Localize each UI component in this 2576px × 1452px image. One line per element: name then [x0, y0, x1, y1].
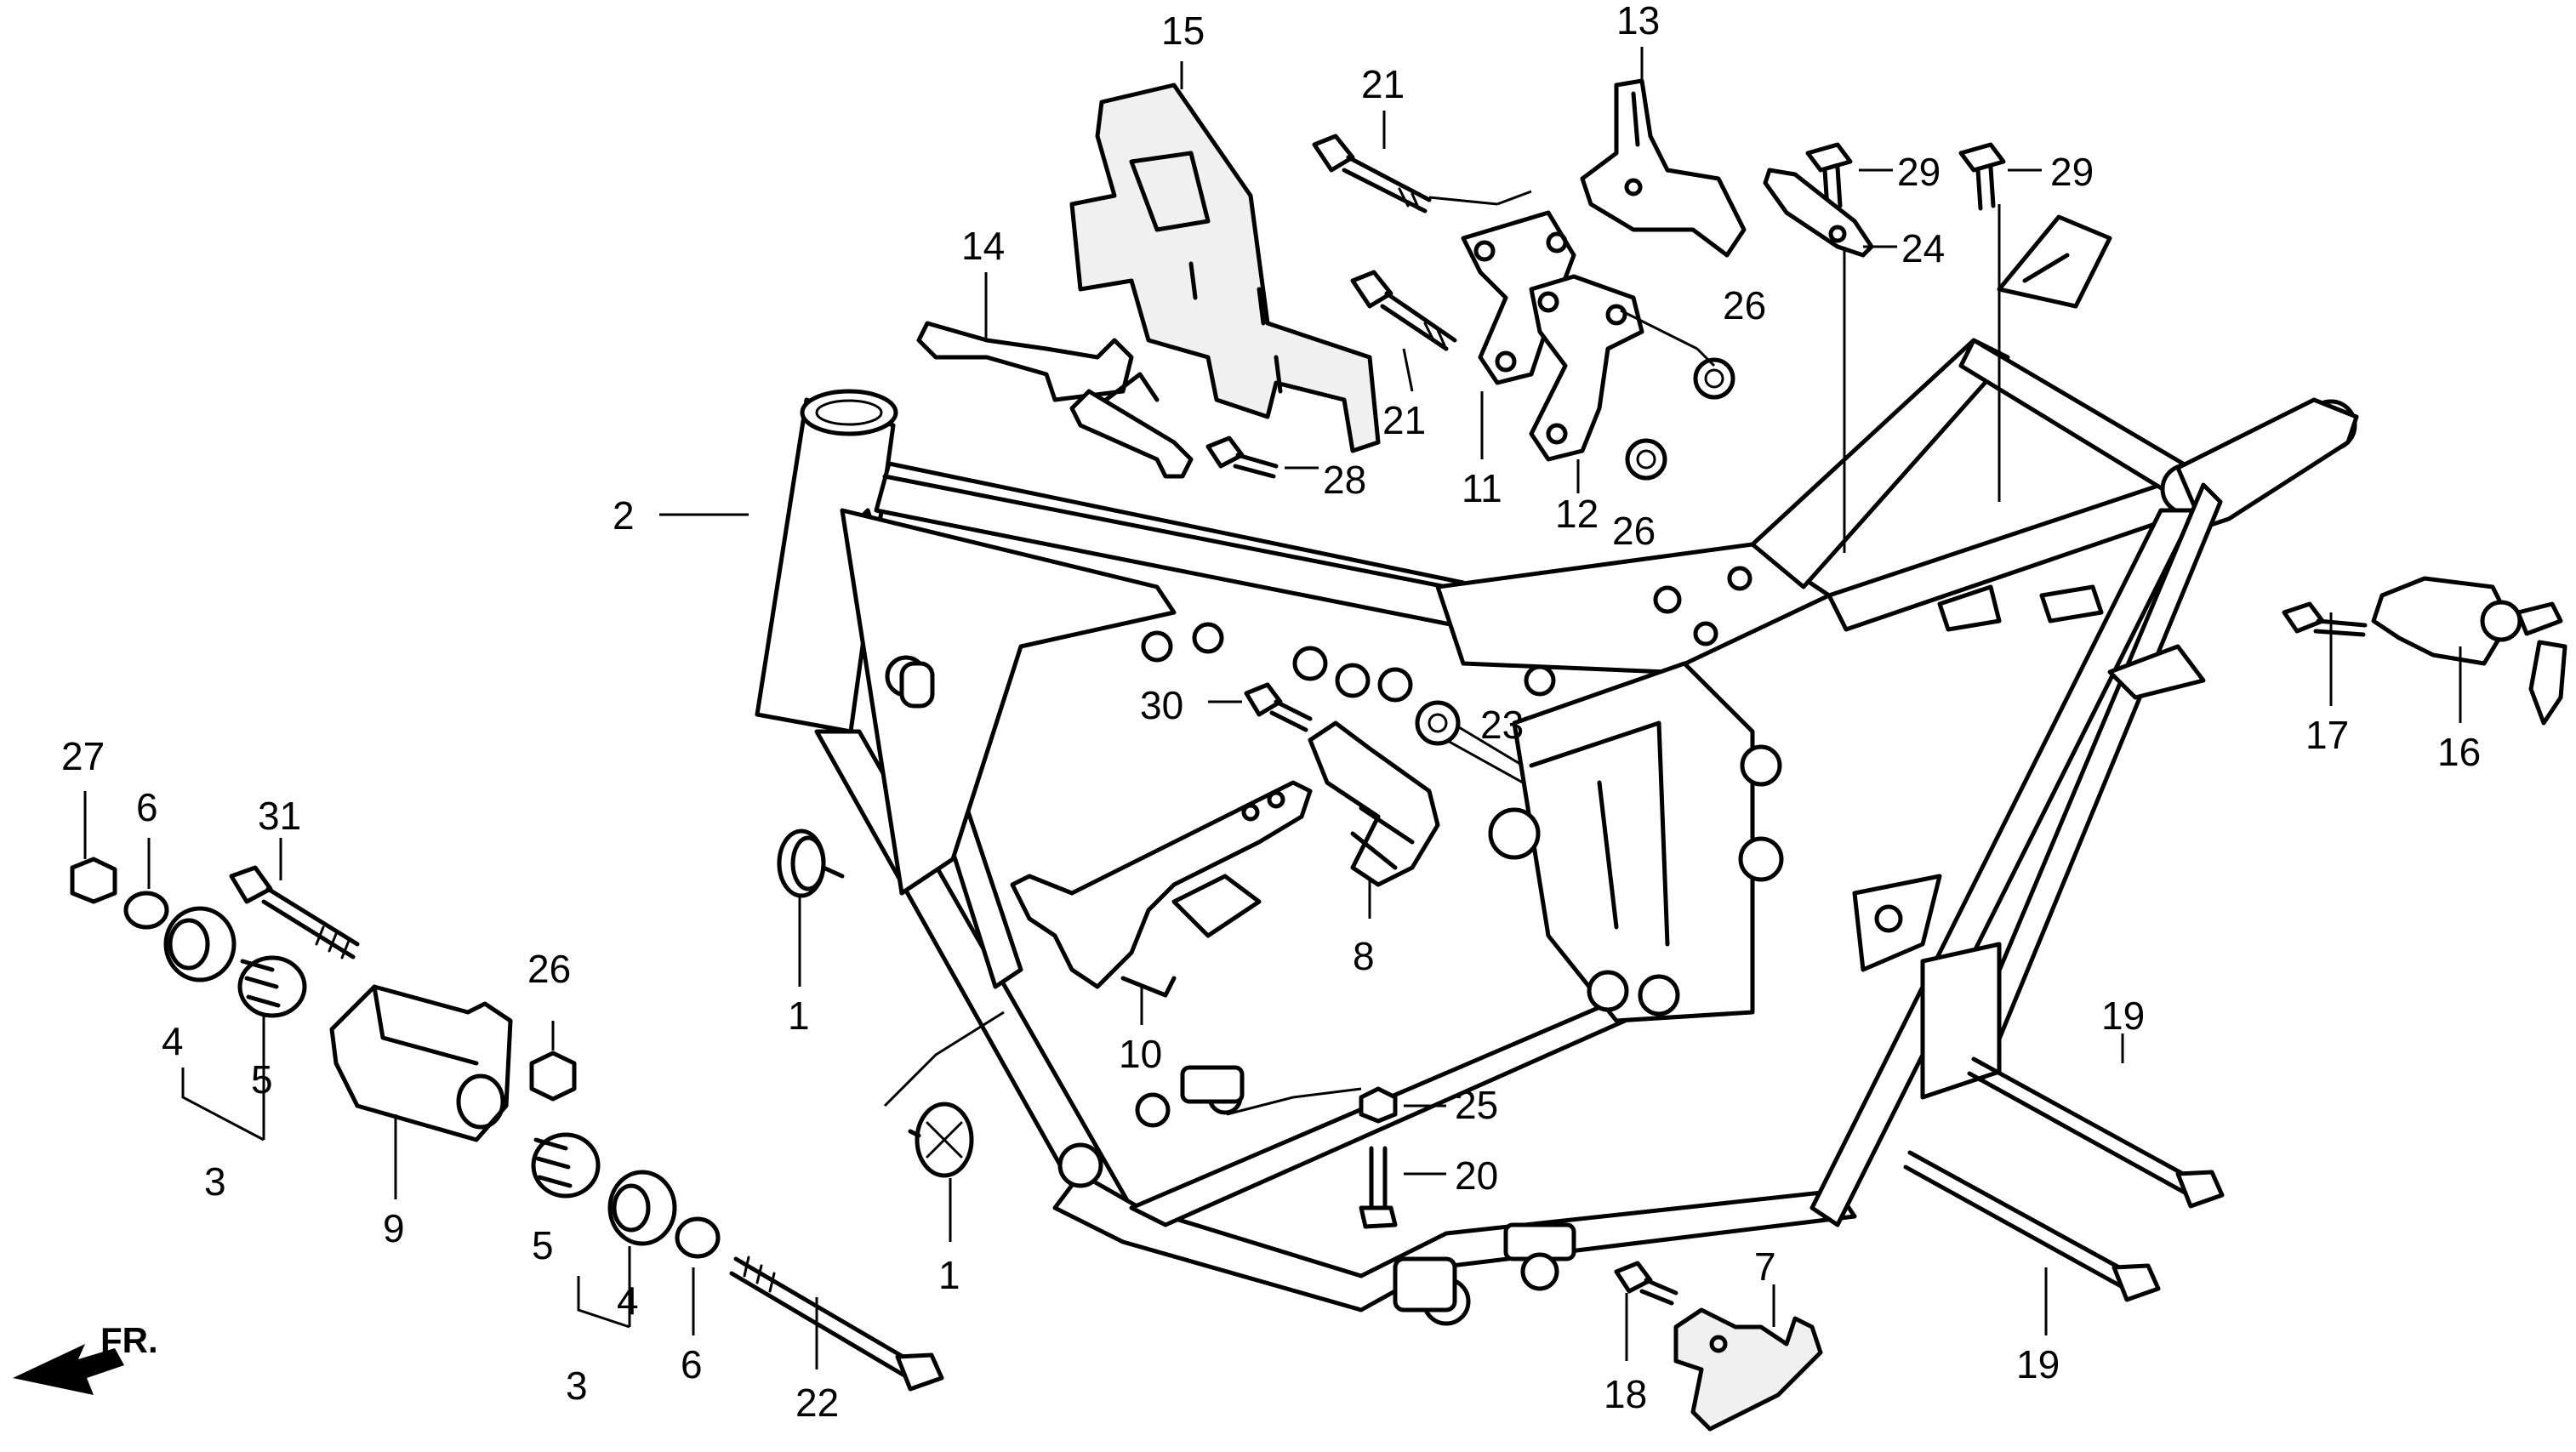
callout-5-lower: 5 — [532, 1223, 554, 1267]
part-28-bolt — [1205, 436, 1279, 479]
callout-5-upper: 5 — [251, 1057, 273, 1102]
part-17-bolt — [2282, 601, 2368, 637]
part-21-bolt-lower — [1350, 270, 1457, 351]
callout-11: 11 — [1462, 466, 1502, 510]
part-18-bolt — [1614, 1261, 1678, 1306]
part-4-grommet-upper — [163, 906, 237, 982]
part-10-tray-bracket — [1010, 780, 1313, 998]
callout-15: 15 — [1161, 9, 1205, 53]
part-27-nut — [70, 857, 117, 904]
callout-16: 16 — [2437, 730, 2481, 774]
callout-23: 23 — [1480, 703, 1524, 747]
part-20-bolt — [1359, 1146, 1398, 1229]
part-9-engine-mount-bracket — [329, 984, 513, 1142]
part-22-long-bolt — [729, 1256, 944, 1392]
callout-24: 24 — [1901, 226, 1945, 270]
main-frame — [755, 214, 2359, 1326]
callout-3-lower: 3 — [566, 1364, 588, 1408]
part-30-bolt — [1244, 682, 1313, 732]
part-29-bolt-b — [1958, 142, 2006, 211]
front-direction-label: FR. — [100, 1320, 158, 1360]
part-25-nut — [1359, 1086, 1398, 1124]
part-1-rubber-mount-lower — [908, 1102, 974, 1178]
callout-19-upper: 19 — [2101, 994, 2145, 1038]
part-19-long-bolt-upper — [1967, 1056, 2225, 1209]
part-15-side-cover-plate — [1069, 83, 1381, 453]
callout-30: 30 — [1140, 683, 1183, 727]
callout-6-lower: 6 — [681, 1342, 703, 1387]
callout-27: 27 — [61, 734, 105, 778]
part-4-grommet-lower — [607, 1170, 677, 1246]
callout-22: 22 — [795, 1381, 839, 1425]
callout-2: 2 — [613, 493, 635, 538]
callout-10: 10 — [1119, 1032, 1162, 1076]
part-21-bolt-upper — [1312, 134, 1432, 214]
part-5-spacer-upper — [237, 955, 307, 1018]
part-26-nut-left — [529, 1051, 577, 1102]
part-12-bracket — [1529, 274, 1644, 462]
part-6-collar-upper — [123, 891, 169, 930]
callout-29-right: 29 — [2050, 150, 2094, 194]
part-13-bracket — [1580, 78, 1747, 258]
callout-9: 9 — [383, 1206, 405, 1250]
callout-20: 20 — [1455, 1153, 1498, 1198]
part-29-bolt-a — [1805, 142, 1853, 211]
callout-21-lower: 21 — [1382, 398, 1426, 442]
callout-26-lower: 26 — [1612, 509, 1656, 553]
callout-labels: 15 14 21 21 11 12 13 29 29 24 26 26 28 2… — [61, 0, 2481, 1425]
part-31-bolt — [229, 865, 360, 959]
part-24-clip — [1763, 168, 1874, 258]
part-8-bracket — [1308, 720, 1440, 887]
part-1-rubber-mount-upper — [777, 828, 845, 898]
part-26-nut-lower — [1625, 438, 1667, 481]
callout-25: 25 — [1455, 1083, 1498, 1127]
part-7-plate — [1673, 1307, 1823, 1432]
callout-26-left: 26 — [527, 947, 571, 991]
callout-4-upper: 4 — [162, 1019, 184, 1063]
callout-8: 8 — [1353, 934, 1375, 978]
part-5-spacer-lower — [531, 1132, 601, 1199]
callout-29-left: 29 — [1897, 150, 1941, 194]
callout-13: 13 — [1616, 0, 1660, 43]
callout-31: 31 — [258, 794, 301, 838]
callout-17: 17 — [2305, 713, 2349, 757]
part-16-ignition-switch — [2371, 576, 2567, 726]
callout-4-lower: 4 — [617, 1278, 639, 1323]
callout-21-upper: 21 — [1361, 62, 1405, 106]
callout-12: 12 — [1555, 492, 1599, 536]
callout-26-upper: 26 — [1723, 283, 1766, 327]
callout-14: 14 — [961, 224, 1005, 268]
callout-6-upper: 6 — [136, 785, 158, 829]
callout-3-upper: 3 — [204, 1159, 226, 1204]
part-23-collar — [1415, 700, 1461, 746]
callout-1-lower: 1 — [938, 1253, 960, 1297]
leader-lines — [83, 47, 2462, 1369]
part-11-bracket — [1461, 210, 1576, 385]
callout-18: 18 — [1604, 1372, 1647, 1416]
front-direction-arrow: FR. — [13, 1320, 158, 1395]
callout-19-lower: 19 — [2016, 1342, 2060, 1387]
part-6-collar-lower — [675, 1216, 721, 1259]
part-26-nut-upper — [1693, 357, 1735, 400]
callout-1-upper: 1 — [788, 994, 810, 1038]
callout-7: 7 — [1754, 1244, 1776, 1289]
part-19-long-bolt-lower — [1903, 1150, 2161, 1302]
part-14-bracket — [916, 321, 1194, 479]
callout-28: 28 — [1323, 458, 1366, 502]
